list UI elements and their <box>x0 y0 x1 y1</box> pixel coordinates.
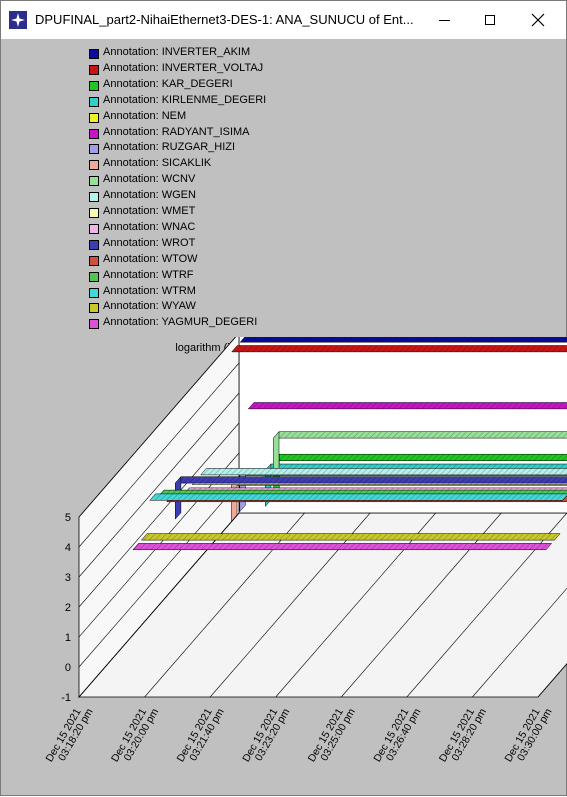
y-tick-label: -1 <box>61 692 71 704</box>
legend-swatch <box>89 271 99 282</box>
legend-swatch <box>89 160 99 171</box>
title-bar[interactable]: DPUFINAL_part2-NihaiEthernet3-DES-1: ANA… <box>1 1 566 39</box>
series-ribbon-hatch <box>141 533 561 541</box>
y-gridline <box>78 392 240 578</box>
y-gridline <box>78 362 240 548</box>
series-ribbon-hatch <box>132 543 552 550</box>
series-spike <box>273 431 280 475</box>
series-ribbon-hatch <box>248 402 567 409</box>
legend-swatch <box>89 144 99 155</box>
minimize-icon <box>438 19 450 21</box>
y-gridline <box>78 337 236 518</box>
legend-swatch <box>89 239 99 250</box>
y-tick-label: 4 <box>65 542 71 554</box>
legend-label: Annotation: WCNV <box>103 173 196 186</box>
legend-label: Annotation: RADYANT_ISIMA <box>103 125 250 138</box>
legend-swatch <box>89 49 99 59</box>
legend-label: Annotation: RUZGAR_HIZI <box>103 141 236 154</box>
legend-label: Annotation: WTRM <box>103 284 196 297</box>
legend-label: Annotation: WYAW <box>103 300 196 313</box>
series-ribbon-hatch <box>240 337 567 343</box>
legend-label: Annotation: WROT <box>103 236 196 249</box>
legend-swatch <box>89 303 99 314</box>
series-ribbon-hatch <box>231 345 567 352</box>
series-ribbon-hatch <box>175 476 567 484</box>
series-ribbon-hatch <box>200 468 567 475</box>
y-tick-label: 0 <box>65 662 71 674</box>
legend-label: Annotation: WGEN <box>103 189 196 202</box>
legend-swatch <box>89 96 99 107</box>
x-gridline <box>537 663 567 698</box>
close-button[interactable] <box>515 1 561 39</box>
y-tick-label: 2 <box>65 602 71 614</box>
y-gridline <box>78 482 240 668</box>
legend-label: Annotation: KIRLENME_DEGERI <box>103 93 267 106</box>
y-tick-label: 3 <box>65 572 71 584</box>
legend-label: Annotation: WMET <box>103 205 196 217</box>
legend-swatch <box>89 112 99 123</box>
maximize-icon <box>485 15 495 25</box>
y-tick-label: 5 <box>65 512 71 524</box>
legend-swatch <box>89 64 99 75</box>
x-gridline <box>472 587 567 698</box>
window-title: DPUFINAL_part2-NihaiEthernet3-DES-1: ANA… <box>35 12 414 27</box>
y-tick-label: 1 <box>65 632 71 644</box>
legend-swatch <box>89 208 99 218</box>
series-ribbon-hatch <box>149 493 567 501</box>
legend-swatch <box>89 223 99 234</box>
legend-label: Annotation: INVERTER_VOLTAJ <box>103 61 264 74</box>
legend-label: Annotation: KAR_DEGERI <box>103 77 233 90</box>
chart-layer: logarithm (in Server Ftp.Traffic Receive… <box>43 337 567 764</box>
legend-label: Annotation: INVERTER_AKIM <box>103 46 251 58</box>
minimize-button[interactable] <box>421 1 467 39</box>
chart-back-wall <box>238 337 567 514</box>
y-gridline <box>78 422 240 608</box>
maximize-button[interactable] <box>467 1 513 39</box>
legend-label: Annotation: NEM <box>103 109 187 122</box>
legend-swatch <box>89 255 99 266</box>
opnet-icon <box>9 11 27 29</box>
legend-label: Annotation: WTRF <box>103 268 194 281</box>
legend-label: Annotation: WTOW <box>103 252 198 265</box>
legend-swatch <box>89 176 99 187</box>
legend-swatch <box>89 80 99 91</box>
chart-plot: logarithm (in Server Ftp.Traffic Receive… <box>43 337 567 764</box>
legend-label: Annotation: WNAC <box>103 220 196 233</box>
legend-swatch <box>89 128 99 139</box>
legend-swatch <box>89 192 99 203</box>
legend-label: Annotation: SICAKLIK <box>103 157 212 170</box>
legend-swatch <box>89 319 99 330</box>
series-ribbon-hatch <box>273 431 567 439</box>
legend-swatch <box>89 287 99 298</box>
legend-label: Annotation: YAGMUR_DEGERI <box>103 316 258 329</box>
series-ribbon-hatch <box>273 454 567 461</box>
close-icon <box>531 13 545 27</box>
